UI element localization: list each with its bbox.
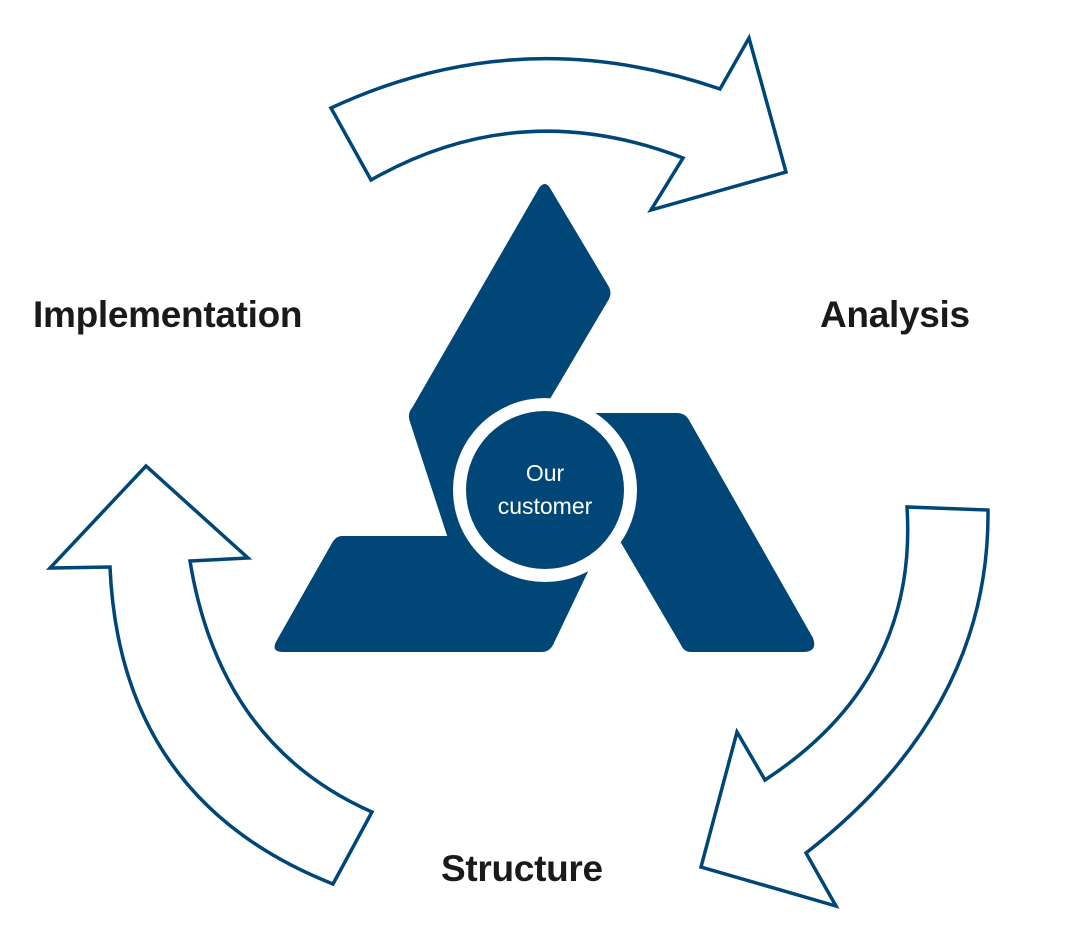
cycle-arrow-icon-left [45, 463, 375, 887]
cycle-arrow-icon-top [328, 33, 789, 213]
stage-label-structure: Structure [441, 848, 603, 889]
stage-label-analysis: Analysis [820, 294, 970, 335]
center-label-line-1: Our [525, 460, 565, 486]
cycle-arrow-icon-right [698, 505, 990, 909]
stage-label-implementation: Implementation [33, 294, 303, 335]
center-hub [466, 411, 624, 569]
center-label-line-2: customer [497, 493, 593, 519]
